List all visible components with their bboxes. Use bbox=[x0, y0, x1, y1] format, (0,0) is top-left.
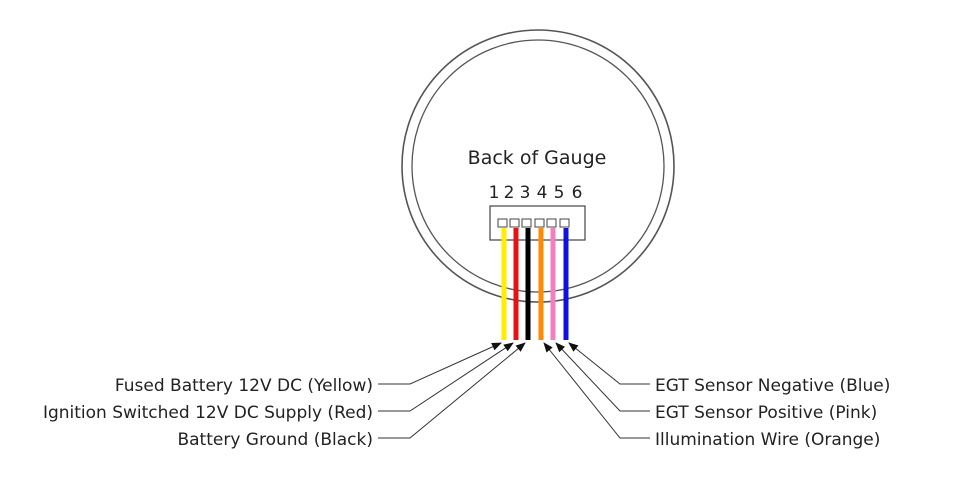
leader-lines bbox=[378, 342, 650, 439]
label-ignition-switched: Ignition Switched 12V DC Supply (Red) bbox=[43, 403, 373, 423]
left-labels: Fused Battery 12V DC (Yellow) Ignition S… bbox=[43, 376, 373, 450]
leader-pin-4 bbox=[543, 342, 650, 439]
pin-sockets bbox=[497, 218, 570, 228]
wires bbox=[501, 228, 569, 340]
pin-socket-2 bbox=[509, 218, 520, 228]
pin-socket-5 bbox=[546, 218, 557, 228]
gauge-outer-ring bbox=[401, 29, 675, 303]
gauge-inner-ring bbox=[411, 39, 665, 293]
leader-pin-5 bbox=[555, 342, 650, 412]
pin-number-2: 2 bbox=[504, 183, 515, 203]
pin-number-6: 6 bbox=[572, 183, 583, 203]
leader-pin-6 bbox=[568, 342, 650, 385]
pin-number-4: 4 bbox=[537, 183, 548, 203]
label-illumination: Illumination Wire (Orange) bbox=[655, 430, 880, 450]
label-fused-battery: Fused Battery 12V DC (Yellow) bbox=[115, 376, 373, 396]
pin-number-5: 5 bbox=[554, 183, 565, 203]
leader-pin-3 bbox=[378, 342, 526, 439]
label-egt-positive: EGT Sensor Positive (Pink) bbox=[655, 403, 877, 423]
pin-number-3: 3 bbox=[520, 183, 531, 203]
label-egt-negative: EGT Sensor Negative (Blue) bbox=[655, 376, 890, 396]
gauge-title: Back of Gauge bbox=[468, 147, 607, 169]
label-battery-ground: Battery Ground (Black) bbox=[177, 430, 373, 450]
leader-pin-2 bbox=[378, 342, 514, 412]
right-labels: EGT Sensor Negative (Blue) EGT Sensor Po… bbox=[655, 376, 890, 450]
pin-socket-6 bbox=[559, 218, 570, 228]
pin-number-1: 1 bbox=[489, 183, 500, 203]
pin-socket-3 bbox=[521, 218, 532, 228]
pin-socket-1 bbox=[497, 218, 508, 228]
pin-socket-4 bbox=[534, 218, 545, 228]
leader-pin-1 bbox=[378, 342, 502, 385]
